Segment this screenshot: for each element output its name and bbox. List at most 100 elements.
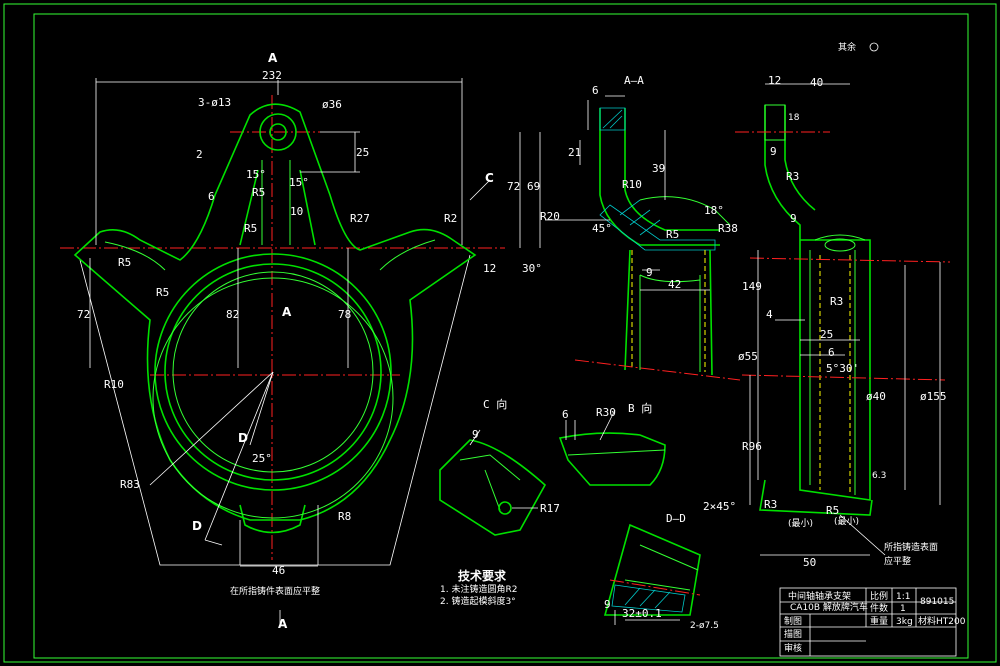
tb-qty-label: 件数	[870, 602, 888, 614]
tb-drafter-label: 描图	[784, 628, 802, 640]
dim-r83: R83	[120, 478, 140, 491]
section-label-top: A	[268, 51, 278, 65]
side-view	[735, 83, 951, 556]
inner-frame	[33, 13, 969, 659]
dim-r5-d: R5	[156, 286, 169, 299]
dim-25: 25	[356, 146, 369, 159]
front-view	[60, 78, 541, 625]
side-dim-12: 12	[768, 74, 781, 87]
aa-dim-45deg: 45°	[592, 222, 612, 235]
side-dim-r3a: R3	[786, 170, 799, 183]
tech-req-item-1: 1. 未注铸造圆角R2	[440, 583, 517, 595]
section-aa-view	[545, 95, 741, 381]
side-dim-18: 18	[788, 113, 800, 123]
view-c-dim-9: 9	[472, 428, 479, 441]
dim-232: 232	[262, 69, 282, 82]
side-dim-d155: ø155	[920, 390, 947, 403]
dim-10: 10	[290, 205, 303, 218]
tb-scale-value: 1:1	[896, 592, 910, 602]
side-dim-149: 149	[742, 280, 762, 293]
tb-drawing-no: 891015	[920, 597, 954, 607]
side-dim-2x45: 2×45°	[703, 500, 736, 513]
dim-78: 78	[338, 308, 351, 321]
dim-15deg-b: 15°	[289, 176, 309, 189]
view-b-dim-6: 6	[562, 408, 569, 421]
aa-dim-21: 21	[568, 146, 581, 159]
dim-46: 46	[272, 564, 285, 577]
side-dim-r5: R5	[826, 504, 839, 517]
side-note-min-1: (最小)	[788, 518, 813, 529]
side-dim-6: 6	[828, 346, 835, 359]
tb-name-line2: CA10B 解放牌汽车	[790, 601, 868, 613]
tb-scale-label: 比例	[870, 590, 888, 602]
side-dim-r3b: R3	[830, 295, 843, 308]
roughness-note: 其余	[838, 41, 856, 53]
title-block	[779, 587, 957, 657]
dim-r5-c: R5	[118, 256, 131, 269]
dim-12: 12	[483, 262, 496, 275]
view-b-title: B 向	[628, 401, 652, 415]
section-aa-title: A—A	[624, 74, 644, 87]
dim-3-d13: 3-ø13	[198, 96, 231, 109]
side-dim-d40: ø40	[866, 390, 886, 403]
side-dim-25: 25	[820, 328, 833, 341]
dd-dim-9: 9	[604, 598, 611, 611]
view-c-dim-r17: R17	[540, 502, 560, 515]
side-dim-6p3: 6.3	[872, 471, 886, 481]
dim-r10: R10	[104, 378, 124, 391]
dim-82: 82	[226, 308, 239, 321]
aa-dim-6: 6	[592, 84, 599, 97]
side-note-min-2: (最小)	[834, 516, 859, 527]
outer-frame	[3, 3, 997, 663]
side-dim-d55: ø55	[738, 350, 758, 363]
side-dim-40: 40	[810, 76, 823, 89]
side-dim-9a: 9	[770, 145, 777, 158]
dim-r27: R27	[350, 212, 370, 225]
front-note: 在所指铸件表面应平整	[230, 585, 320, 597]
dim-r8: R8	[338, 510, 351, 523]
dim-72-left: 72	[77, 308, 90, 321]
aa-dim-r10: R10	[622, 178, 642, 191]
side-dim-5deg30: 5°30'	[826, 362, 859, 375]
tb-qty-value: 1	[900, 604, 906, 614]
view-b-dim-r30: R30	[596, 406, 616, 419]
view-d-marker-2: D	[192, 519, 202, 533]
tb-weight-label: 重量	[870, 615, 888, 627]
dd-dim-d7: 2-ø7.5	[690, 621, 719, 631]
tb-reviewer-label: 审核	[784, 642, 802, 654]
aa-dim-9: 9	[646, 266, 653, 279]
dim-15deg-a: 15°	[246, 168, 266, 181]
tech-req-item-2: 2. 铸造起模斜度3°	[440, 595, 516, 607]
dim-r2: R2	[444, 212, 457, 225]
view-c	[439, 429, 547, 536]
dim-r5-b: R5	[244, 222, 257, 235]
aa-dim-r20: R20	[540, 210, 560, 223]
side-surface-note-1: 所指铸造表面	[884, 541, 938, 553]
dd-dim-32: 32±0.1	[622, 607, 662, 620]
view-b	[558, 409, 666, 486]
section-label-bottom: A	[278, 617, 288, 631]
aa-dim-18deg: 18°	[704, 204, 724, 217]
dim-72-right: 72	[507, 180, 520, 193]
side-dim-4: 4	[766, 308, 773, 321]
tb-draw-label: 制图	[784, 615, 802, 627]
view-c-marker: C	[485, 171, 494, 185]
tb-name-line1: 中间轴轴承支架	[788, 590, 851, 602]
side-dim-9b: 9	[790, 212, 797, 225]
aa-dim-r5: R5	[666, 228, 679, 241]
section-label-mid: A	[282, 305, 292, 319]
aa-dim-42: 42	[668, 278, 681, 291]
section-dd-view	[603, 523, 701, 625]
aa-dim-39: 39	[652, 162, 665, 175]
aa-dim-r38: R38	[718, 222, 738, 235]
dim-d36: ø36	[322, 98, 342, 111]
dim-25deg: 25°	[252, 452, 272, 465]
view-c-title: C 向	[483, 397, 507, 411]
dim-69: 69	[527, 180, 540, 193]
roughness-symbol-icon	[869, 42, 879, 52]
section-dd-title: D—D	[666, 512, 686, 525]
dim-2: 2	[196, 148, 203, 161]
tb-material-value: HT200	[936, 617, 966, 627]
tech-req-heading: 技术要求	[458, 568, 507, 583]
